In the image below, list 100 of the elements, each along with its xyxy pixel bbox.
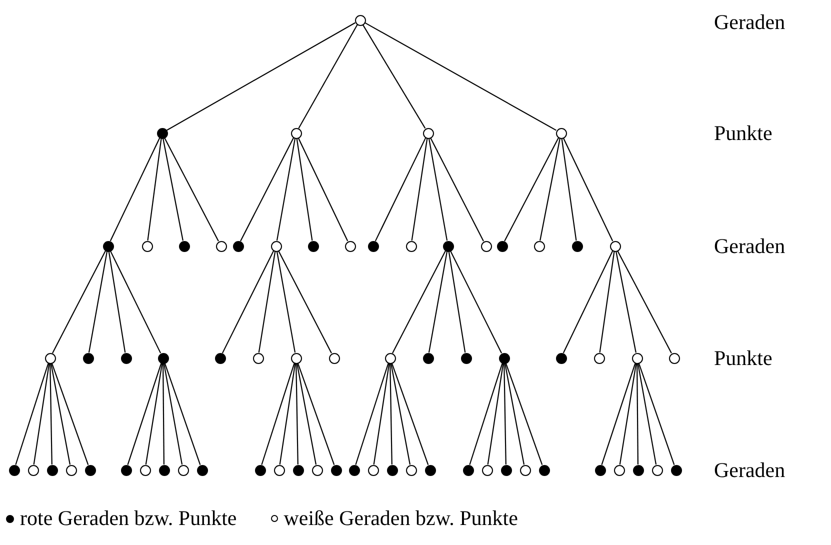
- open-circle: [274, 464, 284, 476]
- tree-branch: [222, 250, 274, 354]
- tree-branch: [258, 251, 276, 353]
- tree-branch: [430, 138, 484, 242]
- tree-branch: [504, 363, 525, 465]
- tree-branch: [392, 250, 446, 354]
- open-circle: [480, 240, 492, 252]
- filled-dot: [500, 464, 512, 476]
- tree-branch: [279, 363, 296, 465]
- open-circle: [406, 240, 416, 252]
- filled-dot: [120, 464, 132, 476]
- level-label: Punkte: [714, 121, 772, 145]
- level-label: Punkte: [714, 346, 772, 370]
- tree-branch: [540, 138, 560, 241]
- filled-dot: [120, 352, 132, 364]
- tree-branch: [127, 363, 162, 465]
- filled-dot: [196, 464, 208, 476]
- tree-branch: [391, 363, 429, 465]
- filled-dot: [462, 464, 474, 476]
- tree-branch: [450, 250, 502, 354]
- open-circle: [328, 352, 340, 364]
- open-circle: [632, 352, 642, 364]
- tree-branch: [164, 363, 201, 465]
- tree-branch: [297, 363, 335, 465]
- tree-branch: [261, 363, 295, 465]
- tree-branch: [616, 251, 636, 353]
- tree-branch: [110, 250, 162, 354]
- filled-dot: [368, 240, 378, 252]
- open-circle: [668, 352, 680, 364]
- tree-branch: [428, 251, 448, 353]
- tree-branch: [276, 251, 296, 353]
- open-circle: [384, 352, 396, 364]
- filled-dot: [442, 240, 454, 252]
- filled-dot: [232, 240, 244, 252]
- filled-dot: [424, 464, 436, 476]
- tree-branch: [240, 138, 294, 242]
- open-circle: [534, 240, 544, 252]
- tree-branch: [428, 138, 448, 241]
- tree-branch: [278, 250, 332, 354]
- open-circle: [344, 240, 356, 252]
- tree-branch: [296, 363, 317, 465]
- open-circle: [520, 464, 530, 476]
- tree-branch: [448, 251, 466, 353]
- tree-branch: [638, 363, 675, 465]
- tree-branch: [166, 22, 356, 131]
- open-circle: [140, 464, 150, 476]
- tree-branch: [147, 138, 162, 241]
- filled-dot: [556, 352, 566, 364]
- open-circle: [216, 240, 226, 252]
- open-circle: [270, 240, 282, 252]
- tree-branch: [162, 364, 164, 464]
- open-circle: [610, 240, 620, 252]
- filled-dot: [8, 464, 20, 476]
- tree-branch: [601, 363, 636, 465]
- filled-dot: [46, 464, 58, 476]
- open-circle: [614, 464, 624, 476]
- filled-dot: [670, 464, 682, 476]
- tree-branch: [636, 364, 638, 464]
- tree-branch: [562, 138, 614, 242]
- tree-branch: [163, 363, 183, 465]
- open-circle: [312, 464, 322, 476]
- open-circle: [556, 128, 566, 138]
- tree-branch: [296, 138, 313, 241]
- tree-branch: [411, 138, 428, 241]
- legend-text: rote Geraden bzw. Punkte: [20, 506, 237, 531]
- open-circle: [594, 352, 604, 364]
- open-circle: [290, 128, 302, 138]
- tree-branch: [390, 364, 392, 464]
- filled-dot: [632, 464, 644, 476]
- filled-dot: [292, 464, 304, 476]
- open-circle: [482, 464, 492, 476]
- tree-branch: [50, 364, 52, 464]
- tree-branch: [364, 22, 556, 131]
- tree-branch: [505, 363, 543, 465]
- tree-branch: [504, 364, 506, 464]
- tree-branch: [15, 363, 49, 465]
- tree-branch: [164, 138, 219, 242]
- tree-branch: [599, 251, 615, 353]
- tree-branch: [52, 250, 106, 354]
- tree-branch: [50, 363, 71, 465]
- tree-branch: [637, 363, 657, 465]
- open-circle: [44, 352, 56, 364]
- tree-branch: [617, 250, 672, 354]
- legend-text: weiße Geraden bzw. Punkte: [284, 506, 518, 531]
- filled-dot: [254, 464, 266, 476]
- open-circle: [178, 464, 188, 476]
- filled-dot: [538, 464, 550, 476]
- tree-branch: [162, 138, 184, 241]
- filled-dot: [82, 352, 94, 364]
- tree-branch: [373, 363, 390, 465]
- open-circle: [290, 352, 302, 364]
- filled-dot: [386, 464, 398, 476]
- open-circle: [252, 352, 264, 364]
- tree-branch: [51, 363, 89, 465]
- open-circle: [422, 128, 434, 138]
- tree-branch: [108, 251, 126, 353]
- tree-branch: [487, 363, 504, 465]
- filled-dot: [102, 240, 114, 252]
- filled-dot: [498, 352, 510, 364]
- tree-branch: [110, 138, 160, 242]
